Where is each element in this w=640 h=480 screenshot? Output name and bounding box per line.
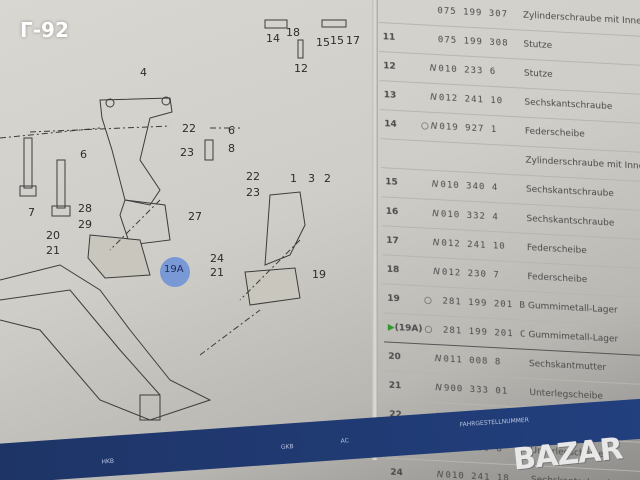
callout-1[interactable]: 1 [290,172,297,185]
callout-29[interactable]: 29 [78,218,92,231]
callout-23b[interactable]: 23 [246,186,260,199]
position-number: 12 [379,51,420,83]
position-number: 14 [380,109,421,141]
callout-22[interactable]: 22 [182,122,196,135]
part-number: 012 230 7 [440,257,527,292]
callout-12[interactable]: 12 [294,62,308,75]
callout-20[interactable]: 20 [46,229,60,242]
position-number [378,0,419,25]
callout-22b[interactable]: 22 [246,170,260,183]
illustration-flag [422,256,433,287]
part-number: 012 241 10 [440,228,527,263]
listing-code-overlay: Г-92 [20,18,69,42]
position-number: 11 [378,22,419,54]
position-number [380,138,421,170]
callout-17[interactable]: 17 [346,34,360,47]
illustration-flag [419,82,430,113]
status-hkb[interactable]: HKB [101,457,115,466]
position-number: ▶(19A) [383,312,424,344]
status-ac[interactable]: AC [340,437,350,445]
callout-6[interactable]: 6 [228,124,235,137]
position-number: 13 [379,80,420,112]
illustration-flag [421,227,433,258]
part-number: 010 332 4 [439,199,526,234]
illustration-flag [421,198,432,229]
callout-2[interactable]: 2 [324,172,331,185]
part-number: 900 333 01 [442,373,529,408]
status-vin[interactable]: FAHRGESTELLNUMMER [459,416,530,429]
selected-row-arrow-icon: ▶ [387,322,395,333]
illustration-flag [420,169,432,200]
illustration-flag: ○ [423,314,434,345]
callout-28[interactable]: 28 [78,202,92,215]
callout-4[interactable]: 4 [140,66,147,79]
callout-18[interactable]: 18 [286,26,300,39]
pane-splitter[interactable] [372,0,378,460]
parts-list-pane: 075 199 307 Zylinderschraube mit Innen-s… [378,0,640,480]
part-number: 075 199 308 [436,25,523,60]
standard-part-flag [427,0,437,26]
callout-3[interactable]: 3 [308,172,315,185]
callout-27[interactable]: 27 [188,210,202,223]
position-number: 18 [382,254,423,286]
illustration-flag [418,24,429,55]
callout-6b[interactable]: 6 [80,148,87,161]
part-number: 012 241 10 [437,83,524,118]
illustration-flag: ○ [422,285,434,316]
position-number: 24 [386,457,427,480]
illustration-flag [424,372,435,403]
part-number: 281 199 201 B [441,286,528,321]
illustration-flag [420,140,431,171]
callout-21[interactable]: 21 [46,244,60,257]
callout-24[interactable]: 24 [210,252,224,265]
position-number: 16 [381,196,422,228]
illustration-flag [425,460,437,480]
callout-14[interactable]: 14 [266,32,280,45]
callout-7[interactable]: 7 [28,206,35,219]
part-number: 281 199 201 C [441,315,528,350]
part-number: 019 927 1 [438,112,525,147]
position-number: 20 [384,341,425,373]
part-number: 010 340 4 [439,170,526,205]
callout-21b[interactable]: 21 [210,266,224,279]
position-number: 19 [383,283,424,315]
illustration-flag [417,0,428,26]
selected-callout-bubble[interactable] [160,257,190,287]
illustration-flag: ○ [419,111,431,142]
illustration-flag [423,343,435,374]
position-number: 15 [381,167,422,199]
position-number: 17 [382,225,423,257]
callout-15b[interactable]: 15 [330,34,344,47]
selected-callout-19a[interactable]: 19A [164,264,184,275]
part-number: 010 233 6 [437,54,524,89]
callout-8[interactable]: 8 [228,142,235,155]
status-gkb[interactable]: GKB [280,443,294,452]
callout-19[interactable]: 19 [312,268,326,281]
part-number [438,141,525,176]
illustration-flag [418,53,430,84]
part-number: 011 008 8 [442,344,529,379]
callout-23[interactable]: 23 [180,146,194,159]
exploded-diagram-pane[interactable]: 14 18 15 15 17 12 4 22 23 6 8 6 7 28 29 … [0,0,378,470]
position-number: 21 [384,370,425,403]
engine-mount-diagram [0,19,347,421]
callout-15[interactable]: 15 [316,36,330,49]
